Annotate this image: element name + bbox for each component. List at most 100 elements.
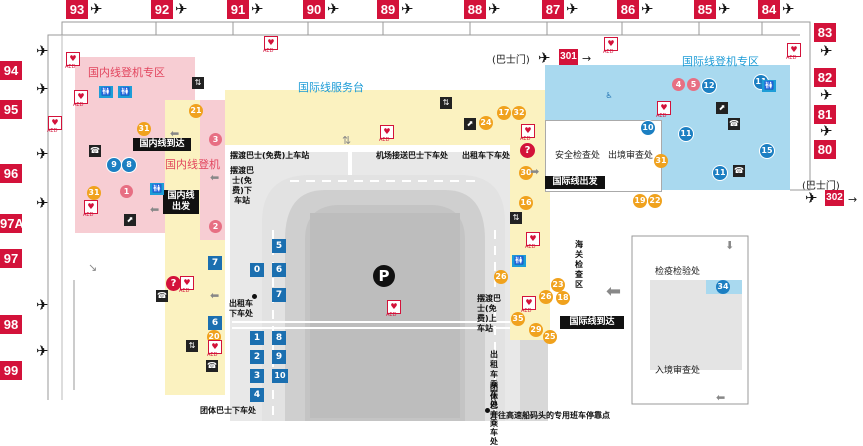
intl-arrival-sign: 国际线到达 (560, 316, 624, 329)
domestic-pink-strip (200, 100, 225, 240)
intl-checkin-area-label: 国际线登机专区 (682, 55, 759, 68)
gate-97a[interactable]: 97A (0, 214, 24, 233)
info-icon[interactable]: ? (166, 276, 181, 291)
facility-5[interactable]: 5 (687, 78, 700, 91)
gate-81[interactable]: 81 (814, 105, 836, 124)
facility-11c[interactable]: 11 (712, 165, 728, 181)
facility-31[interactable]: 31 (87, 186, 101, 200)
bus-gate-label: (巴士门) (492, 55, 530, 66)
arrow-left-icon: ⬅ (150, 203, 160, 216)
facility-15[interactable]: 15 (759, 143, 775, 159)
facility-1[interactable]: 1 (120, 185, 133, 198)
facility-31c[interactable]: 31 (654, 154, 668, 168)
bus-bay-8[interactable]: 8 (272, 331, 286, 345)
bus-bay-10[interactable]: 10 (272, 369, 288, 383)
facility-16[interactable]: 16 (519, 196, 533, 210)
gate-95[interactable]: 95 (0, 100, 22, 119)
airplane-icon: ✈ (36, 194, 49, 212)
aed-icon: ♥ (179, 276, 194, 294)
bus-bay-7[interactable]: 7 (272, 288, 286, 302)
gate-97[interactable]: 97 (0, 249, 22, 268)
facility-18[interactable]: 18 (556, 291, 570, 305)
arrow-left-icon: ⬅ (716, 391, 726, 404)
facility-24[interactable]: 24 (479, 116, 493, 130)
facility-10[interactable]: 10 (640, 120, 656, 136)
bus-bay-3[interactable]: 3 (250, 369, 264, 383)
gate-85[interactable]: 85 (694, 0, 716, 19)
facility-23[interactable]: 23 (551, 278, 565, 292)
facility-26[interactable]: 26 (494, 270, 508, 284)
gate-87[interactable]: 87 (542, 0, 564, 19)
gate-83[interactable]: 83 (814, 23, 836, 42)
gate-98[interactable]: 98 (0, 315, 22, 334)
restroom-icon: 🚻 (762, 80, 776, 92)
airplane-icon: ✈ (820, 122, 833, 140)
facility-25[interactable]: 25 (543, 330, 557, 344)
bus-bay-5[interactable]: 5 (272, 239, 286, 253)
gate-93[interactable]: 93 (66, 0, 88, 19)
gate-99[interactable]: 99 (0, 361, 22, 380)
gate-302[interactable]: 302 (825, 190, 844, 206)
ferry-bus-board-right-label: 摆渡巴士(免费)上车站 (477, 294, 501, 333)
stop-marker (252, 294, 257, 299)
aed-icon: ♥ (65, 52, 80, 70)
gate-96[interactable]: 96 (0, 164, 22, 183)
info-icon[interactable]: ? (520, 143, 535, 158)
aed-icon: ♥ (520, 124, 535, 142)
facility-9[interactable]: 9 (106, 157, 122, 173)
aed-icon: ♥ (521, 296, 536, 314)
facility-19[interactable]: 19 (633, 194, 647, 208)
airplane-icon: ✈ (488, 0, 501, 18)
facility-6[interactable]: 6 (208, 316, 222, 330)
gate-89[interactable]: 89 (377, 0, 399, 19)
gate-91[interactable]: 91 (227, 0, 249, 19)
facility-21[interactable]: 21 (189, 104, 203, 118)
aed-icon: ♥ (73, 90, 88, 108)
facility-12[interactable]: 12 (701, 78, 717, 94)
airplane-icon: ✈ (805, 189, 818, 207)
facility-11[interactable]: 11 (678, 126, 694, 142)
facility-31[interactable]: 31 (137, 122, 151, 136)
facility-7[interactable]: 7 (208, 256, 222, 270)
arrow-right-icon: → (582, 52, 592, 65)
facility-32[interactable]: 32 (512, 106, 526, 120)
facility-4[interactable]: 4 (672, 78, 685, 91)
facility-26b[interactable]: 26 (539, 290, 553, 304)
gate-80[interactable]: 80 (814, 140, 836, 159)
facility-2[interactable]: 2 (209, 220, 222, 233)
facility-17[interactable]: 17 (497, 106, 511, 120)
aed-icon: ♥ (603, 37, 618, 55)
bus-bay-9[interactable]: 9 (272, 350, 286, 364)
facility-30[interactable]: 30 (519, 166, 533, 180)
bus-bay-6[interactable]: 6 (272, 263, 286, 277)
gate-301[interactable]: 301 (559, 49, 578, 65)
arrow-left-icon: ⬅ (210, 289, 220, 302)
gate-82[interactable]: 82 (814, 68, 836, 87)
restroom-icon: 🚻 (99, 86, 113, 98)
bus-bay-4[interactable]: 4 (250, 388, 264, 402)
airplane-icon: ✈ (36, 145, 49, 163)
gate-94[interactable]: 94 (0, 61, 22, 80)
facility-35[interactable]: 35 (511, 312, 525, 326)
gate-92[interactable]: 92 (151, 0, 173, 19)
facility-29[interactable]: 29 (529, 323, 543, 337)
emigration-label: 出境审查处 (608, 151, 654, 161)
bus-bay-2[interactable]: 2 (250, 350, 264, 364)
airplane-icon: ✈ (36, 296, 49, 314)
facility-3[interactable]: 3 (209, 133, 222, 146)
facility-22[interactable]: 22 (648, 194, 662, 208)
gate-84[interactable]: 84 (758, 0, 780, 19)
bus-bay-1[interactable]: 1 (250, 331, 264, 345)
parking-icon[interactable]: P (373, 265, 395, 287)
gate-88[interactable]: 88 (464, 0, 486, 19)
customs-label: 海关检查区 (575, 240, 583, 289)
domestic-departure-sign: 国内线出发 (163, 190, 199, 214)
aed-icon: ♥ (263, 36, 278, 54)
facility-8[interactable]: 8 (121, 157, 137, 173)
facility-34[interactable]: 34 (716, 280, 730, 294)
bus-bay-0[interactable]: 0 (250, 263, 264, 277)
gate-86[interactable]: 86 (617, 0, 639, 19)
gate-90[interactable]: 90 (303, 0, 325, 19)
quarantine-label: 检疫检验处 (655, 267, 701, 277)
intl-service-label: 国际线服务台 (298, 81, 364, 94)
